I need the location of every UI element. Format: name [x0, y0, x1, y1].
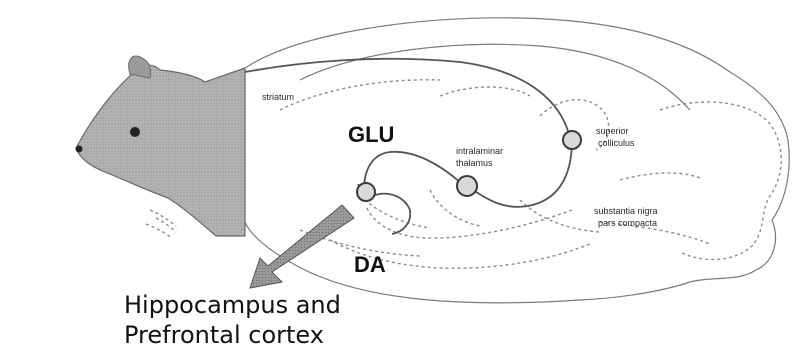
rat-illustration	[76, 56, 246, 238]
output-arrow	[250, 205, 354, 288]
rat-paw	[146, 210, 176, 238]
label-glu: GLU	[348, 122, 394, 147]
caption-line-1: Hippocampus and	[124, 290, 341, 320]
label-nigra-2: pars compacta	[598, 218, 657, 228]
midbrain-dashes	[300, 87, 600, 256]
label-nigra-1: substantia nigra	[594, 206, 658, 216]
da-local-loop	[372, 194, 410, 234]
rat-ear	[129, 56, 151, 78]
rat-head	[76, 65, 245, 236]
cerebellum-outline	[660, 102, 781, 260]
label-striatum: striatum	[262, 92, 294, 102]
rat-nose	[76, 146, 83, 153]
label-intralaminar-1: intralaminar	[456, 146, 503, 156]
label-superior-1: superior	[596, 126, 629, 136]
glu-path-thalamus-striatum	[364, 152, 462, 190]
corpus-line	[280, 80, 440, 110]
label-da: DA	[354, 252, 386, 277]
thalamus-node	[457, 176, 477, 196]
striatum-node	[357, 183, 375, 201]
caption-line-2: Prefrontal cortex	[124, 320, 324, 350]
label-superior-2: colliculus	[598, 138, 635, 148]
label-intralaminar-2: thalamus	[456, 158, 493, 168]
rat-eye	[130, 127, 140, 137]
inner-cortex-line	[300, 44, 690, 110]
colliculus-node	[563, 131, 581, 149]
